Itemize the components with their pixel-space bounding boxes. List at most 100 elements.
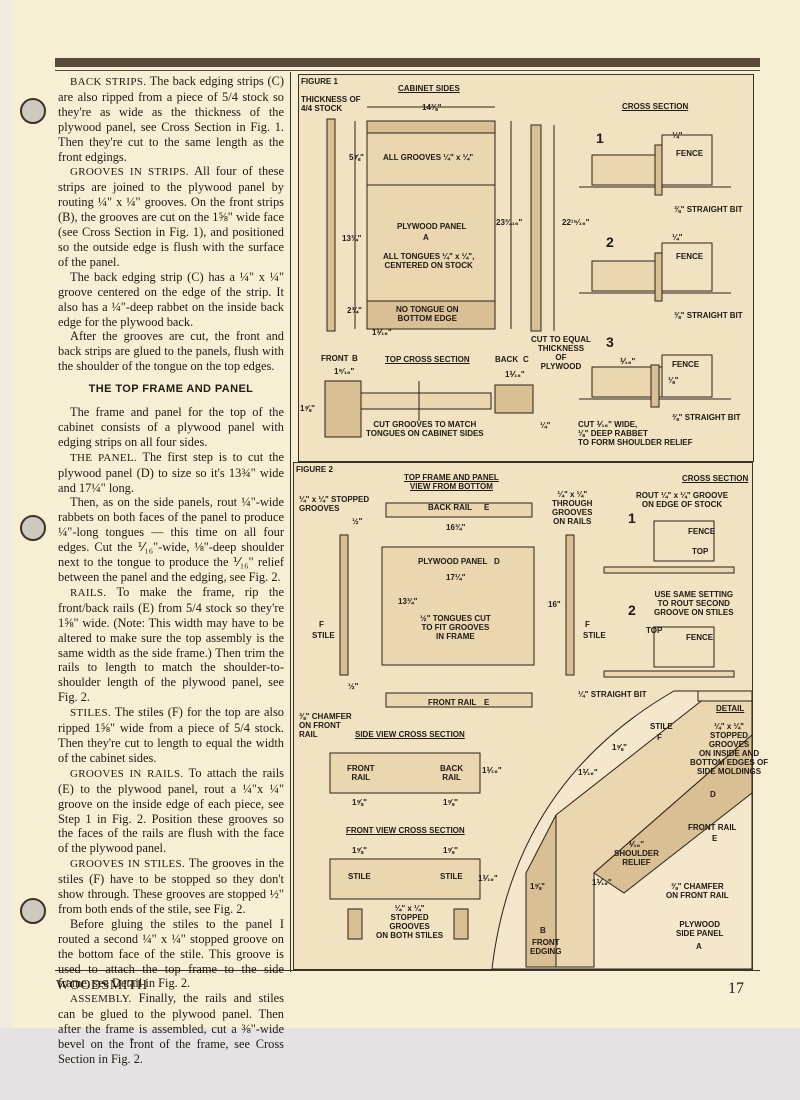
top-label: TOP	[692, 547, 709, 556]
figure-2	[293, 462, 753, 970]
part-e-label: E	[712, 834, 718, 843]
height-dimension: 5⅞"	[349, 153, 364, 162]
dimension-label: 1⅝"	[530, 882, 545, 891]
detail-label: DETAIL	[716, 704, 745, 713]
run-in-head: GROOVES IN STRIPS.	[70, 166, 189, 179]
step-number: 2	[606, 234, 614, 250]
bit-label: ⅜" STRAIGHT BIT	[674, 205, 743, 214]
dimension-label: ¼"	[672, 233, 683, 242]
paragraph-text: The grooves in the stiles (F) have to be…	[58, 856, 284, 916]
page-number: 17	[728, 980, 744, 997]
article-paragraph: Before gluing the stiles to the panel I …	[58, 917, 284, 992]
width-dimension: 17¼"	[446, 573, 466, 582]
paragraph-text: The frame and panel for the top of the c…	[58, 405, 284, 449]
part-d-label: D	[710, 790, 716, 799]
dimension-label: 1⅝"	[612, 743, 627, 752]
dimension-label: ⅛"	[668, 376, 679, 385]
grooves-label: ALL GROOVES ¼" x ¼"	[383, 153, 474, 162]
dimension-label: 1⅟₁₆"	[578, 768, 598, 777]
top-cross-label: TOP CROSS SECTION	[385, 355, 470, 364]
article-paragraph: Then, as on the side panels, rout ¼"-wid…	[58, 495, 284, 584]
magazine-name: WOODSMITH	[56, 978, 148, 993]
height-dimension: 1⅟₁₆"	[478, 874, 498, 883]
height-dimension: 23¾₁₆"	[496, 218, 523, 227]
cross-section-label: CROSS SECTION	[622, 102, 689, 111]
header-bar	[55, 58, 760, 67]
width-dimension: 1⅝"	[443, 846, 458, 855]
fence-label: FENCE	[688, 527, 716, 536]
tongues-label: ALL TONGUES ¼" x ¼",CENTERED ON STOCK	[383, 252, 475, 270]
paragraph-text: The back edging strips (C) are also ripp…	[58, 74, 284, 164]
paragraph-text: Then, as on the side panels, rout ¼"-wid…	[58, 495, 284, 584]
width-dimension: 1⅝"	[352, 798, 367, 807]
part-b-label: B	[540, 926, 546, 935]
part-d-label: D	[494, 557, 500, 566]
stile-label: STILE	[650, 722, 673, 731]
dimension-label: ⅟₁₆"	[620, 357, 636, 366]
figure-1-title: FIGURE 1	[301, 77, 338, 86]
section-heading: THE TOP FRAME AND PANEL	[88, 383, 254, 396]
height-dimension: 1⅝"	[300, 404, 315, 413]
back-rail-label: BACK RAIL	[428, 503, 472, 512]
width-dimension: 1⅝"	[352, 846, 367, 855]
paragraph-text: To attach the rails (E) to the plywood p…	[58, 765, 284, 856]
fence-label: FENCE	[676, 149, 704, 158]
article-paragraph: The back edging strip (C) has a ¼" x ¼" …	[58, 270, 284, 330]
run-in-head: GROOVES IN STILES.	[70, 858, 186, 871]
height-dimension: 13¾"	[342, 234, 362, 243]
run-in-head: ASSEMBLY.	[70, 993, 132, 1006]
width-dimension: 1⁹⁄₁₆"	[334, 367, 355, 376]
bit-label: ⅜" STRAIGHT BIT	[672, 413, 741, 422]
width-dimension: 16¾"	[446, 523, 466, 532]
width-dimension: 1⅟₁₆"	[505, 370, 525, 379]
column-rule	[290, 72, 291, 972]
part-f-label: F	[657, 733, 662, 742]
run-in-head: STILES.	[70, 707, 111, 720]
article-paragraph: BACK STRIPS. The back edging strips (C) …	[58, 74, 284, 164]
part-f-label: F	[585, 620, 590, 629]
height-dimension: 2¾"	[347, 306, 362, 315]
part-e-label: E	[484, 503, 490, 512]
binder-hole	[20, 98, 46, 124]
width-dimension: ¼"	[540, 421, 551, 430]
binder-hole	[20, 515, 46, 541]
side-view-label: SIDE VIEW CROSS SECTION	[355, 730, 465, 739]
article-paragraph: GROOVES IN RAILS. To attach the rails (E…	[58, 766, 284, 856]
front-rail-label: FRONT RAIL	[688, 823, 737, 832]
dimension-label: ½"	[352, 517, 363, 526]
dimension-label: ¼"	[672, 131, 683, 140]
stile-label: STILE	[312, 631, 335, 640]
fence-label: FENCE	[676, 252, 704, 261]
fence-label: FENCE	[672, 360, 700, 369]
front-rail-label: FRONT RAIL	[428, 698, 477, 707]
height-dimension: 1⅟₁₆"	[482, 766, 502, 775]
back-label: BACK	[495, 355, 519, 364]
run-in-head: GROOVES IN RAILS.	[70, 767, 184, 780]
run-in-head: BACK STRIPS.	[70, 76, 147, 88]
step-number: 1	[596, 130, 604, 146]
cabinet-sides-label: CABINET SIDES	[398, 84, 460, 93]
plywood-panel-label: PLYWOOD PANEL	[397, 222, 467, 231]
figure-2-title: FIGURE 2	[296, 465, 333, 474]
article-paragraph: GROOVES IN STILES. The grooves in the st…	[58, 856, 284, 917]
part-b-label: B	[352, 354, 358, 363]
paragraph-text: The first step is to cut the plywood pan…	[58, 449, 284, 495]
part-c-label: C	[523, 355, 529, 364]
article-paragraph: RAILS. To make the frame, rip the front/…	[58, 585, 284, 705]
stile-label: STILE	[583, 631, 606, 640]
step-number: 2	[628, 602, 636, 618]
figure-2-drawing	[329, 502, 752, 969]
height-dimension: 16"	[548, 600, 561, 609]
scanner-background	[0, 1028, 800, 1100]
